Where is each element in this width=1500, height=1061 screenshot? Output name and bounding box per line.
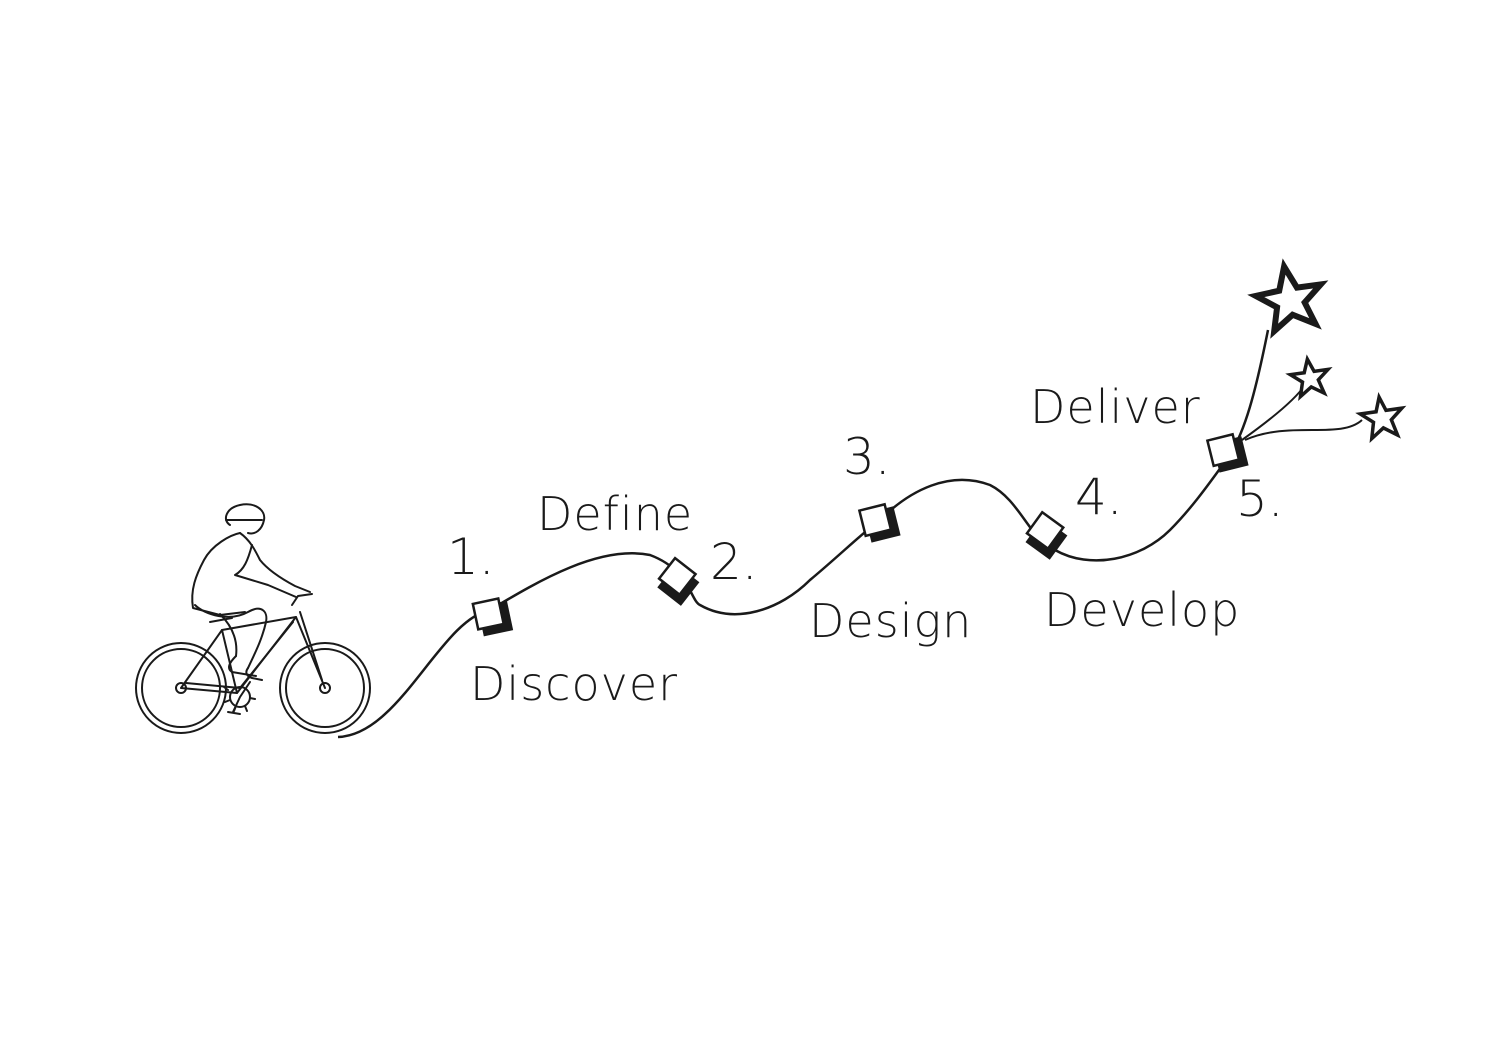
milestone-box-5 [1205, 432, 1249, 473]
star-icon [1285, 354, 1333, 401]
step-number-3: 3. [843, 428, 891, 486]
milestone-box-3 [857, 502, 901, 543]
step-label-define: Define [537, 487, 694, 541]
step-label-design: Design [809, 594, 973, 648]
bicycle-rider-icon [135, 503, 371, 734]
milestone-box-4 [1025, 510, 1068, 560]
step-number-2: 2. [710, 533, 758, 591]
milestone-box-1 [471, 597, 514, 637]
star-icon [1355, 392, 1407, 444]
step-label-discover: Discover [470, 657, 679, 711]
star-branch-right [1244, 419, 1363, 441]
step-number-5: 5. [1236, 470, 1284, 528]
step-number-4: 4. [1075, 468, 1123, 526]
step-label-deliver: Deliver [1030, 380, 1201, 434]
star-icon [1247, 258, 1329, 339]
step-label-develop: Develop [1044, 583, 1241, 637]
step-number-1: 1. [447, 528, 495, 586]
milestone-box-2 [657, 556, 700, 606]
